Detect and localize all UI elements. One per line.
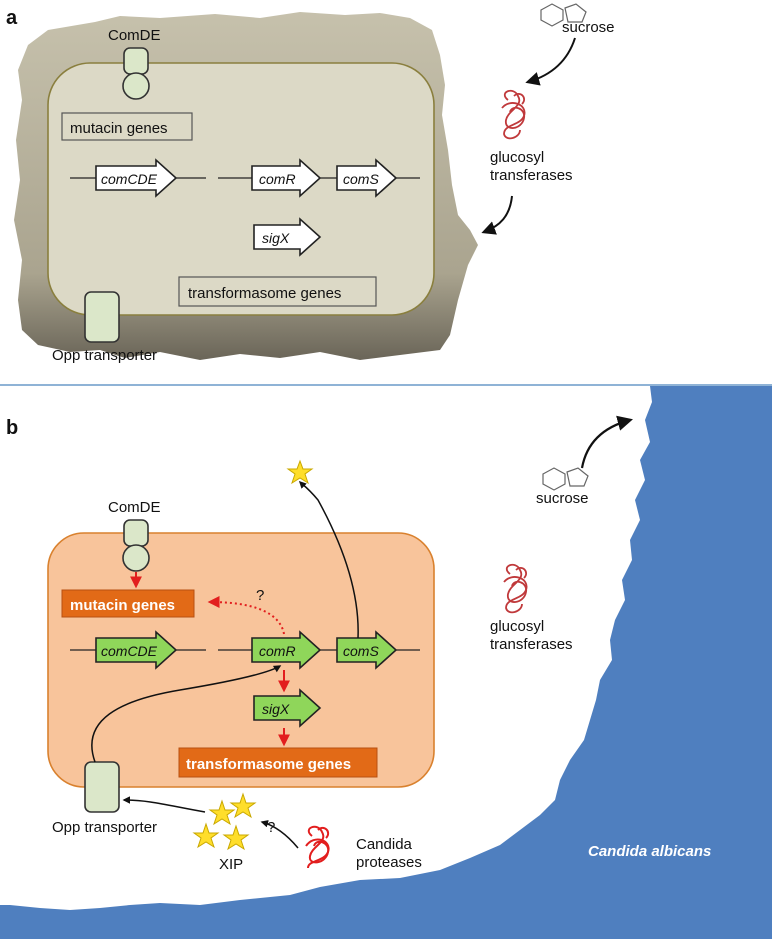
transformasome-genes-label-a: transformasome genes <box>188 285 341 302</box>
panel-a-label: a <box>6 7 18 29</box>
opp-transporter-label-a: Opp transporter <box>52 347 157 364</box>
comde-label-a: ComDE <box>108 27 161 44</box>
coms-gene-arrow-b <box>336 630 398 670</box>
comr-gene-arrow-b <box>251 630 322 670</box>
xip-to-opp-arrow <box>122 796 206 813</box>
enzyme-to-biofilm-arrow-a <box>481 195 513 235</box>
comr-gene-arrow-a <box>251 158 322 198</box>
sigx-label-b: sigX <box>262 701 290 717</box>
xip-star <box>229 792 257 819</box>
xip-star <box>208 799 236 826</box>
mutacin-question-mark: ? <box>256 587 264 604</box>
comde-kinase-a <box>122 72 150 100</box>
comde-label-b: ComDE <box>108 499 161 516</box>
comde-kinase-b <box>122 544 150 572</box>
candida-albicans-hypha <box>0 386 772 939</box>
panel-b: b Candida albicans ComDE mutacin genes ?… <box>0 386 772 939</box>
comcde-label-a: comCDE <box>101 171 158 187</box>
sucrose-to-enzyme-arrow-a <box>525 37 576 86</box>
comr-label-a: comR <box>259 171 296 187</box>
mutacin-genes-box-a <box>61 112 193 141</box>
comde-receptor-b <box>123 519 149 547</box>
mutacin-genes-box-b <box>61 589 195 618</box>
xip-label: XIP <box>219 856 243 873</box>
bacterial-cell-a <box>47 62 435 316</box>
opp-transporter-a <box>84 291 120 343</box>
candida-proteases-label-line2: proteases <box>356 854 422 871</box>
sucrose-label-a: sucrose <box>562 19 615 36</box>
opp-to-comr-arrow <box>91 665 282 763</box>
xip-star-exported <box>286 459 314 485</box>
comr-to-mutacin-dotted-arrow <box>207 596 285 635</box>
transformasome-genes-box-a <box>178 276 377 307</box>
comde-receptor-a <box>123 47 149 75</box>
comcde-label-b: comCDE <box>101 643 158 659</box>
panel-b-label: b <box>6 417 18 439</box>
candida-protease-icon <box>305 825 330 869</box>
panel-a: a ComDE mutacin genes comCDE comR comS s… <box>6 3 615 364</box>
mutacin-genes-label-a: mutacin genes <box>70 120 168 137</box>
glucosyltransferase-icon-b <box>503 563 528 614</box>
transformasome-genes-box-b <box>178 747 378 778</box>
xip-star <box>192 822 220 849</box>
sigx-label-a: sigX <box>262 230 290 246</box>
candida-albicans-label: Candida albicans <box>588 843 711 860</box>
glucosyl-label-b-line1: glucosyl <box>490 618 544 635</box>
sucrose-icon-b <box>542 467 589 491</box>
coms-export-arrow <box>298 480 359 639</box>
sigx-gene-arrow-a <box>253 217 322 257</box>
coms-label-a: comS <box>343 171 379 187</box>
xip-peptides <box>192 792 257 851</box>
comcde-gene-arrow-b <box>95 630 178 670</box>
glucosyl-label-a-line1: glucosyl <box>490 149 544 166</box>
transformasome-genes-label-b: transformasome genes <box>186 756 351 773</box>
xip-question-mark: ? <box>267 819 275 836</box>
candida-proteases-label-line1: Candida <box>356 836 413 853</box>
comr-label-b: comR <box>259 643 296 659</box>
opp-transporter-label-b: Opp transporter <box>52 819 157 836</box>
sucrose-icon-a <box>540 3 587 27</box>
glucosyltransferase-icon-a <box>501 89 526 140</box>
comcde-gene-arrow-a <box>95 158 178 198</box>
coms-label-b: comS <box>343 643 379 659</box>
mutacin-genes-label-b: mutacin genes <box>70 597 175 614</box>
sigx-gene-arrow-b <box>253 688 322 728</box>
sucrose-to-candida-arrow <box>580 415 633 469</box>
glucosyl-label-b-line2: transferases <box>490 636 573 653</box>
sucrose-label-b: sucrose <box>536 490 589 507</box>
opp-transporter-b <box>84 761 120 813</box>
xip-star <box>222 824 250 851</box>
coms-gene-arrow-a <box>336 158 398 198</box>
glucosyl-label-a-line2: transferases <box>490 167 573 184</box>
protease-to-xip-arrow <box>260 820 299 849</box>
